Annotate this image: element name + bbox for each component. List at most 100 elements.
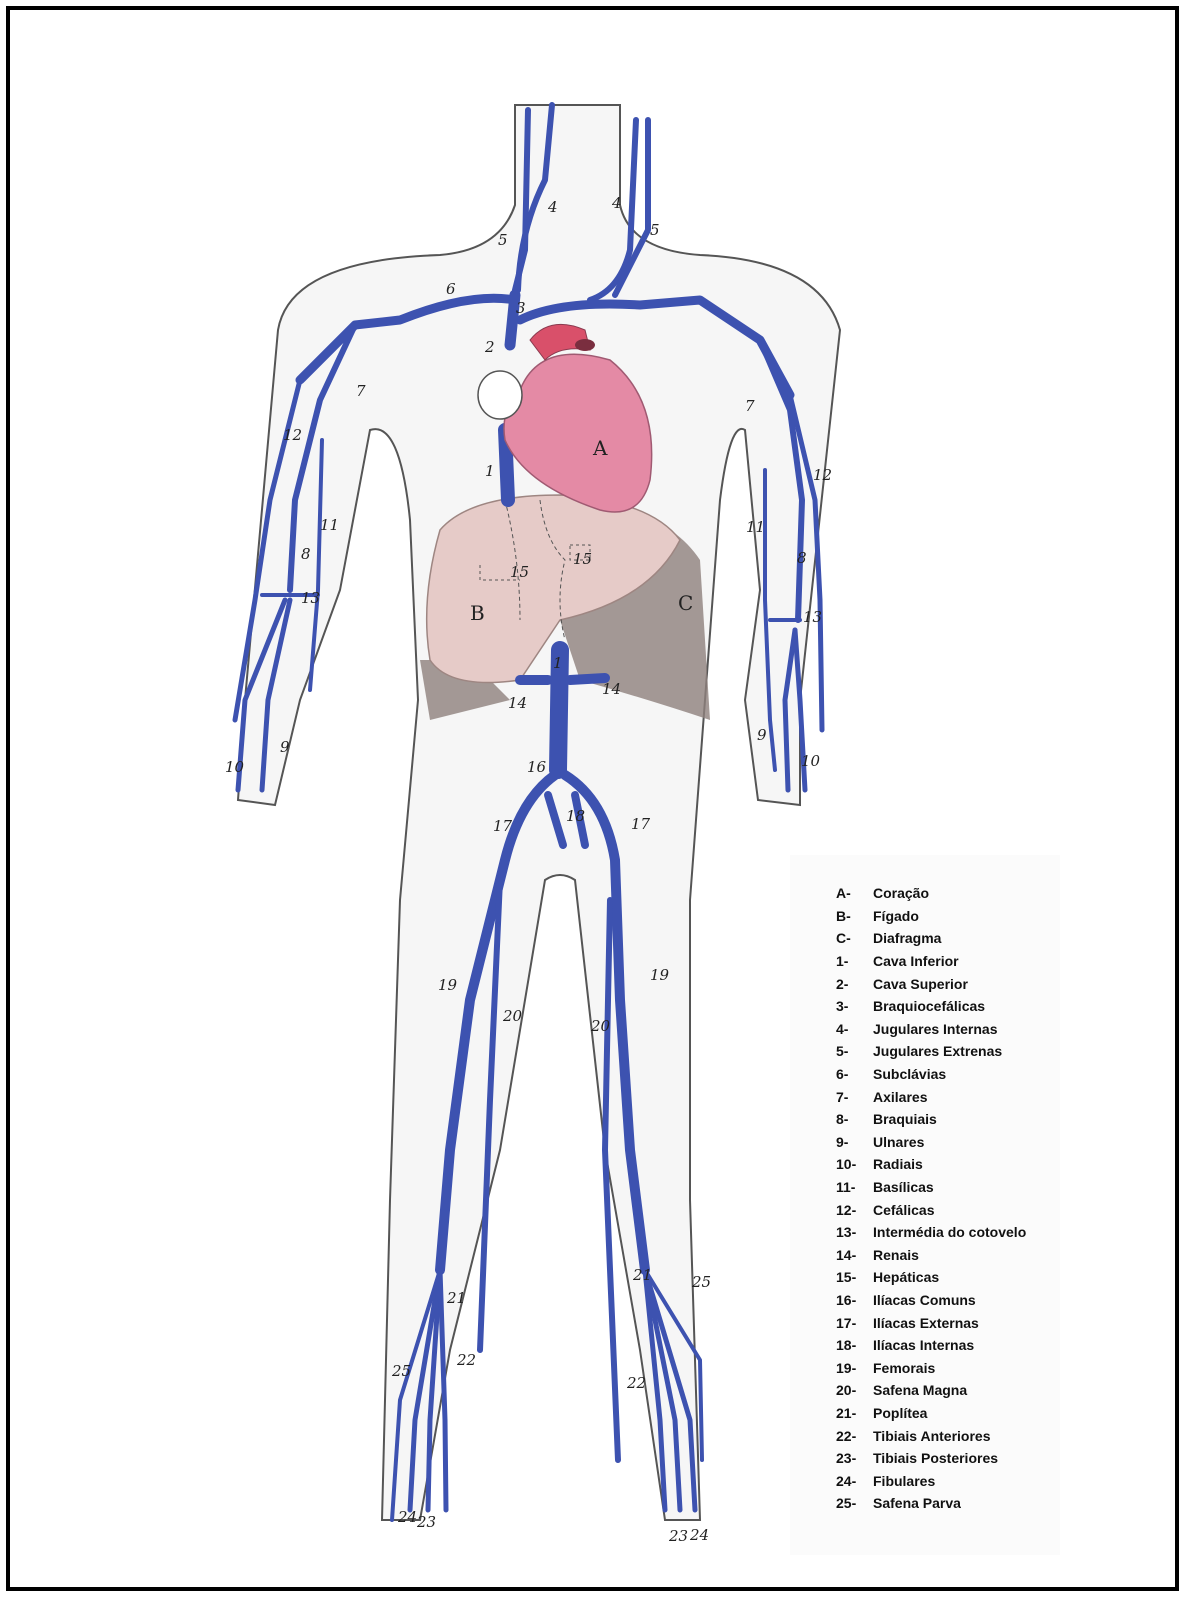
legend-label: Safena Magna (873, 1382, 1076, 1398)
legend-row: 4-Jugulares Internas (836, 1018, 1076, 1041)
legend-row: 21-Poplítea (836, 1402, 1076, 1425)
legend-row: 11-Basílicas (836, 1176, 1076, 1199)
callout-7-right: 7 (745, 397, 755, 415)
legend-key: 20- (836, 1382, 873, 1398)
legend-key: 16- (836, 1292, 873, 1308)
legend-key: 21- (836, 1405, 873, 1421)
legend-row: A-Coração (836, 882, 1076, 905)
legend-key: 3- (836, 998, 873, 1014)
legend-label: Axilares (873, 1089, 1076, 1105)
callout-3: 3 (516, 299, 526, 317)
legend-key: 23- (836, 1450, 873, 1466)
callout-13-right: 13 (803, 608, 822, 626)
legend-label: Subclávias (873, 1066, 1076, 1082)
callout-20-left: 20 (502, 1007, 523, 1025)
legend-label: Hepáticas (873, 1269, 1076, 1285)
callout-7-left: 7 (356, 382, 366, 400)
callout-23-left: 23 (416, 1513, 436, 1531)
legend-label: Renais (873, 1247, 1076, 1263)
legend-key: 7- (836, 1089, 873, 1105)
callout-14-left: 14 (508, 694, 527, 712)
legend-label: Ilíacas Internas (873, 1337, 1076, 1353)
legend-label: Coração (873, 885, 1076, 901)
legend-row: 15-Hepáticas (836, 1266, 1076, 1289)
legend-key: 2- (836, 976, 873, 992)
callout-2: 2 (484, 338, 495, 356)
legend-row: 14-Renais (836, 1244, 1076, 1267)
legend-label: Radiais (873, 1156, 1076, 1172)
callout-15-right: 15 (573, 550, 592, 568)
callout-9-right: 9 (757, 726, 767, 744)
callout-5-right: 5 (650, 221, 660, 239)
callout-8-right: 8 (797, 549, 807, 567)
legend-label: Tibiais Anteriores (873, 1428, 1076, 1444)
vein-superior-cava (510, 295, 515, 345)
callout-18: 18 (566, 807, 585, 825)
legend-row: 7-Axilares (836, 1085, 1076, 1108)
legend-key: 25- (836, 1495, 873, 1511)
legend-key: 17- (836, 1315, 873, 1331)
legend-key: B- (836, 908, 873, 924)
legend-key: 10- (836, 1156, 873, 1172)
legend-key: 19- (836, 1360, 873, 1376)
legend-row: 10-Radiais (836, 1153, 1076, 1176)
legend-row: 19-Femorais (836, 1356, 1076, 1379)
callout-21-right: 21 (632, 1266, 652, 1284)
legend-label: Femorais (873, 1360, 1076, 1376)
callout-19-left: 19 (438, 976, 458, 994)
callout-17-right: 17 (631, 815, 651, 833)
legend-key: 1- (836, 953, 873, 969)
callout-1b: 1 (553, 654, 563, 672)
callout-19-right: 19 (650, 966, 670, 984)
callout-4-left: 4 (547, 198, 558, 216)
legend-key: 12- (836, 1202, 873, 1218)
legend-row: 16-Ilíacas Comuns (836, 1289, 1076, 1312)
legend-row: 25-Safena Parva (836, 1492, 1076, 1515)
callout-9-left: 9 (280, 738, 290, 756)
callout-10-left: 10 (225, 758, 245, 776)
legend-row: 2-Cava Superior (836, 972, 1076, 995)
legend-label: Ilíacas Externas (873, 1315, 1076, 1331)
legend-label: Ilíacas Comuns (873, 1292, 1076, 1308)
legend-key: 9- (836, 1134, 873, 1150)
legend-row: C-Diafragma (836, 927, 1076, 950)
legend-row: 9-Ulnares (836, 1131, 1076, 1154)
legend-key: 22- (836, 1428, 873, 1444)
legend-label: Fibulares (873, 1473, 1076, 1489)
callout-11-left: 11 (320, 516, 339, 534)
legend-row: 8-Braquiais (836, 1108, 1076, 1131)
callout-6: 6 (446, 280, 456, 298)
callout-24-left: 24 (397, 1508, 417, 1526)
callout-5-left: 5 (498, 231, 508, 249)
legend-key: 11- (836, 1179, 873, 1195)
legend-label: Safena Parva (873, 1495, 1076, 1511)
callout-C: C (678, 591, 693, 615)
legend-label: Diafragma (873, 930, 1076, 946)
legend-label: Fígado (873, 908, 1076, 924)
legend-row: 6-Subclávias (836, 1063, 1076, 1086)
callout-25-right: 25 (691, 1273, 711, 1291)
callout-17-left: 17 (493, 817, 513, 835)
legend-key: C- (836, 930, 873, 946)
legend-key: 8- (836, 1111, 873, 1127)
legend-label: Jugulares Internas (873, 1021, 1076, 1037)
legend-key: 5- (836, 1043, 873, 1059)
legend-row: 17-Ilíacas Externas (836, 1311, 1076, 1334)
legend-label: Braquiocefálicas (873, 998, 1076, 1014)
callout-8-left: 8 (301, 545, 311, 563)
callout-15-left: 15 (510, 563, 529, 581)
legend-label: Braquiais (873, 1111, 1076, 1127)
callout-23-right: 23 (668, 1527, 688, 1545)
callout-11-right: 11 (746, 518, 765, 536)
callout-22-left: 22 (456, 1351, 476, 1369)
legend-label: Cefálicas (873, 1202, 1076, 1218)
legend-key: 24- (836, 1473, 873, 1489)
legend-row: B-Fígado (836, 905, 1076, 928)
legend-row: 22-Tibiais Anteriores (836, 1424, 1076, 1447)
callout-A: A (592, 436, 608, 460)
callout-14-right: 14 (602, 680, 621, 698)
callout-25-left: 25 (391, 1362, 411, 1380)
legend-label: Cava Inferior (873, 953, 1076, 969)
legend-row: 1-Cava Inferior (836, 950, 1076, 973)
callout-12-right: 12 (813, 466, 832, 484)
